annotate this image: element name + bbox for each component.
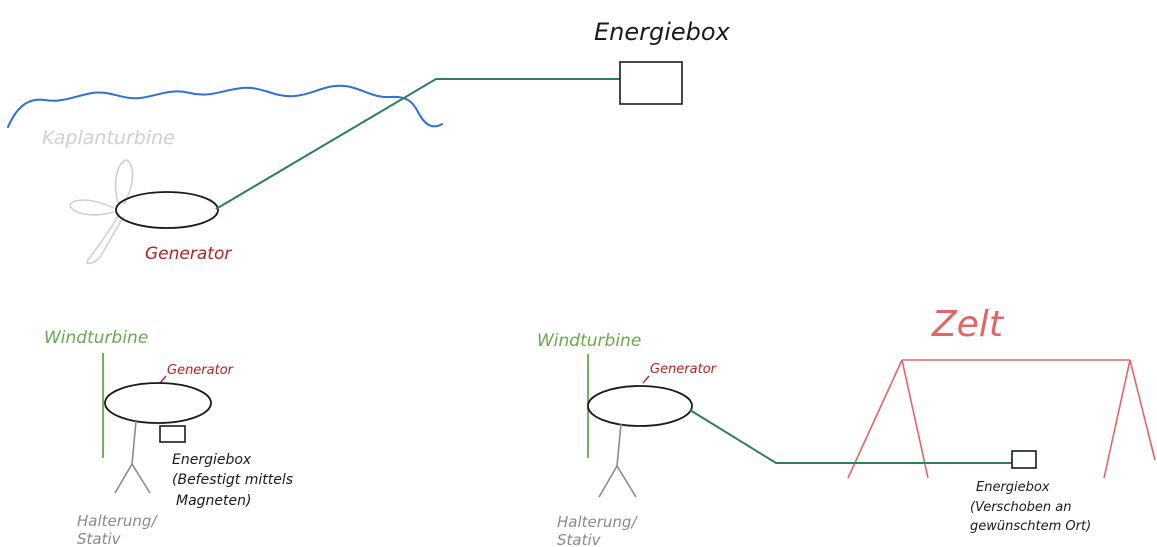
stand-label-right-1: Halterung/ [557, 513, 638, 531]
stand-label-right-2: Stativ [557, 531, 602, 547]
generator-label-right: Generator [650, 362, 718, 377]
generator-kaplan [115, 191, 219, 229]
energiebox-top [619, 61, 683, 105]
energiebox-left [159, 425, 186, 443]
generator-pointer-left [159, 375, 167, 384]
tent [847, 359, 1156, 479]
energiebox-label-right-3: gewünschtem Ort) [970, 519, 1091, 534]
energiebox-title: Energiebox [594, 18, 731, 46]
kaplan-turbine-blades [69, 159, 134, 265]
stand-label-left-2: Stativ [77, 530, 122, 547]
energiebox-label-left-2: (Befestigt mittels [172, 472, 293, 488]
energiebox-label-right-1: Energiebox [976, 480, 1050, 495]
generator-left [104, 382, 212, 424]
kaplan-turbine-label: Kaplanturbine [42, 127, 175, 149]
energiebox-label-right-2: (Verschoben an [970, 500, 1072, 515]
stand-right [598, 423, 637, 498]
generator-pointer-right [642, 375, 650, 384]
windturbine-label-left: Windturbine [44, 328, 148, 348]
generator-right [587, 385, 693, 427]
energiebox-label-left-3: Magneten) [176, 493, 251, 509]
cable-kaplan-to-box [215, 78, 620, 210]
generator-label-left: Generator [167, 363, 235, 378]
stand-left [114, 420, 151, 494]
stand-label-left-1: Halterung/ [77, 512, 158, 530]
generator-label-top: Generator [145, 244, 232, 264]
energiebox-label-left-1: Energiebox [172, 452, 252, 468]
cable-generator-to-box [689, 409, 1012, 464]
tent-label: Zelt [931, 304, 1005, 345]
windturbine-label-right: Windturbine [537, 331, 641, 351]
water-surface [7, 84, 443, 128]
energiebox-right [1011, 450, 1037, 469]
